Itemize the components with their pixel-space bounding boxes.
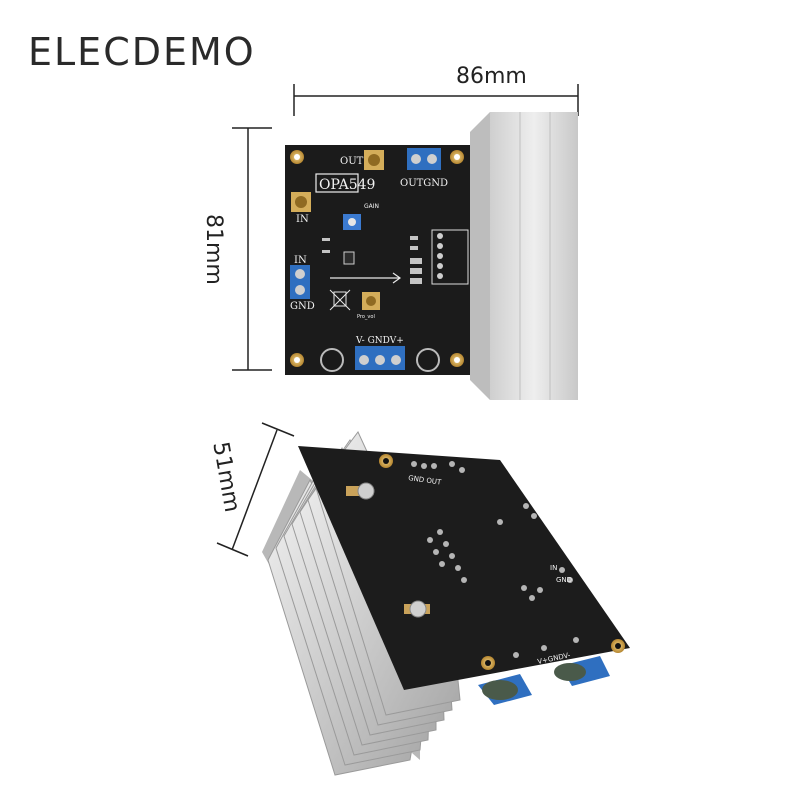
sma-connector-test (362, 292, 380, 310)
terminal-block-out (407, 148, 441, 170)
chip-name-label: OPA549 (319, 177, 375, 193)
back-gnd-label: GND (556, 576, 572, 584)
out-label: OUT (340, 156, 364, 167)
gain-label: GAIN (364, 203, 379, 210)
height-dimension-line (232, 127, 272, 371)
electrolytic-capacitors (320, 348, 440, 372)
corner-holes-back (379, 454, 625, 670)
test-point-label: Pro_vol (357, 314, 375, 320)
heatsink-top-view (470, 112, 578, 400)
width-dimension-line (293, 84, 579, 116)
terminal-block-in (290, 265, 310, 299)
sma-connector-out (364, 150, 384, 170)
power-label: V- GNDV+ (355, 336, 404, 346)
depth-dimension-line (216, 422, 295, 557)
weee-symbol (329, 289, 351, 311)
back-in-label: IN (550, 564, 557, 572)
gnd-terminal-label: GND (290, 301, 315, 312)
gain-potentiometer (343, 214, 361, 230)
pcb-bottom-view: GND OUT IN GND V+GNDV- (298, 446, 630, 705)
mounting-screws (346, 482, 430, 618)
mounting-holes (290, 150, 464, 367)
sma-connector-in (291, 192, 311, 212)
smd-components (322, 236, 422, 284)
in-sma-label: IN (296, 214, 309, 225)
width-dimension-label: 86mm (456, 64, 527, 89)
brand-logo-text: ELECDEMO (28, 30, 256, 74)
out-gnd-label: OUTGND (400, 178, 448, 189)
solder-joints (411, 461, 579, 658)
terminal-block-power (355, 346, 405, 370)
amplifier-chip-pins (431, 229, 469, 285)
in-terminal-label: IN (294, 255, 307, 266)
pcb-top-view: OUT OPA549 OUTGND IN IN GND GAIN V- GNDV… (285, 145, 470, 375)
